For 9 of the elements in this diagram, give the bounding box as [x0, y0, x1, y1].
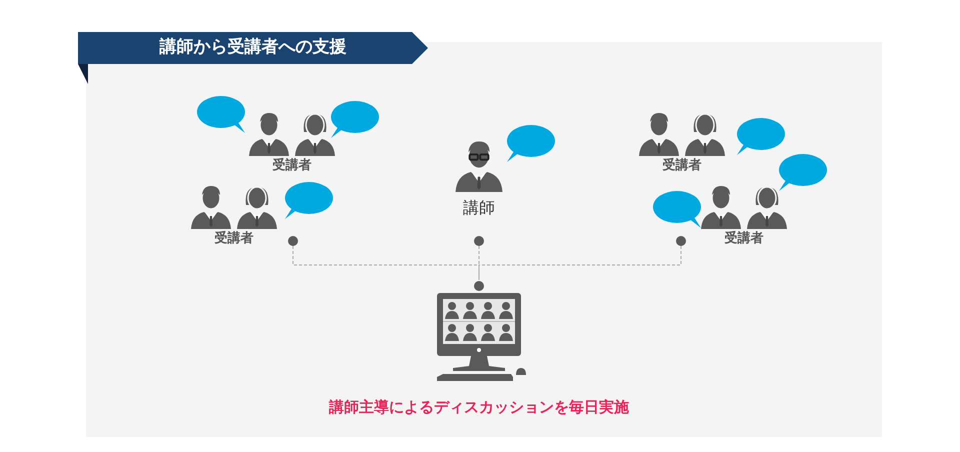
title-banner: 講師から受講者への支援 [78, 32, 428, 64]
person-label: 講師 [463, 198, 495, 218]
person-label: 受講者 [214, 231, 254, 248]
person-label: 受講者 [662, 158, 702, 174]
person-label: 受講者 [272, 158, 312, 174]
connector-line [478, 246, 682, 280]
caption-text: 講師主導によるディスカッションを毎日実施 [329, 397, 629, 418]
person-label: 受講者 [724, 231, 764, 248]
connector-line [478, 246, 480, 280]
